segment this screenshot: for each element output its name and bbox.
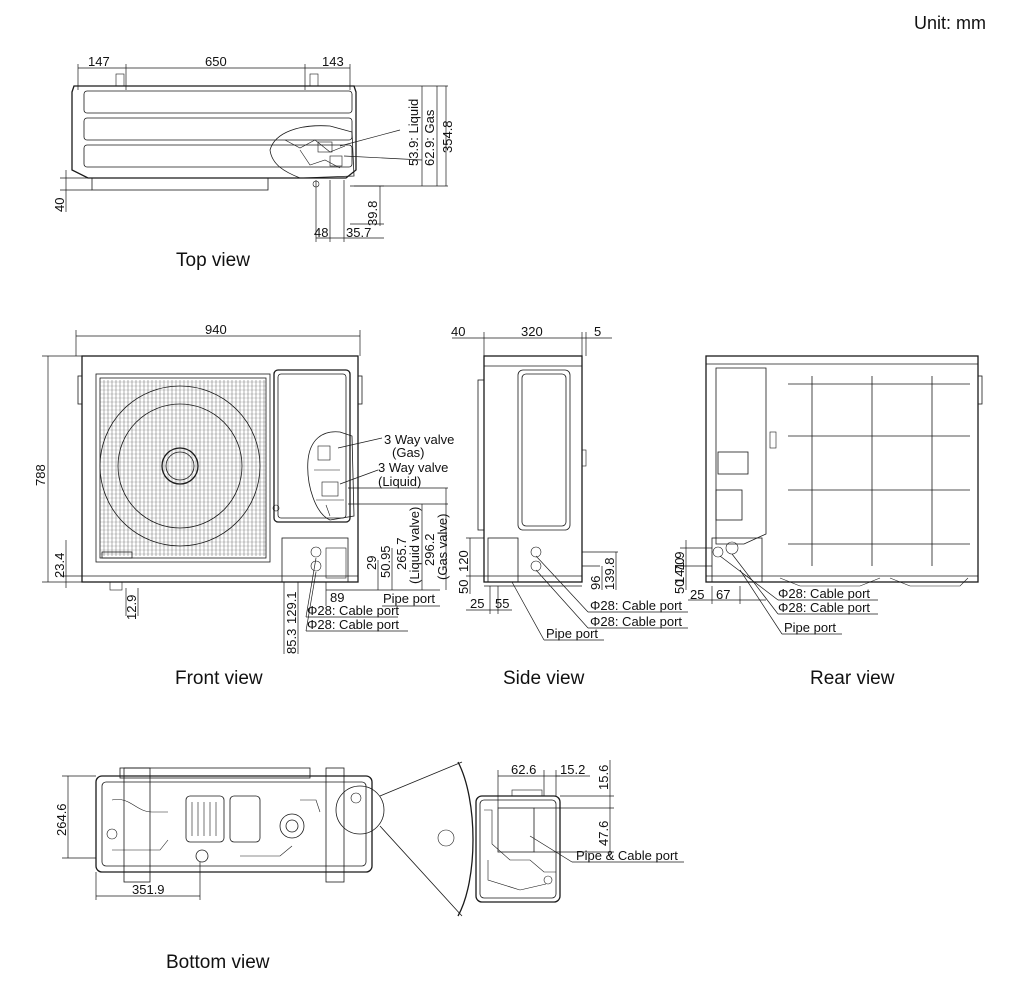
label-rear-cable-port-2: Φ28: Cable port	[778, 600, 870, 615]
dim-top-depth: 354.8	[440, 120, 455, 153]
dim-front-940: 940	[205, 322, 227, 337]
side-view: 40 320 5 50 120 96 139.8 25 55 Φ28: Cab	[451, 324, 688, 689]
dim-top-gas: 62.9: Gas	[422, 109, 437, 166]
dim-bottom-15-2: 15.2	[560, 762, 585, 777]
rear-view: 141.9 50 70 25 67 Φ28: Cable port Φ28: C…	[672, 355, 983, 689]
unit-label: Unit: mm	[914, 13, 986, 33]
label-valve-liq-1: 3 Way valve	[378, 460, 448, 475]
dim-bottom-62-6: 62.6	[511, 762, 536, 777]
label-front-cable-port-2: Φ28: Cable port	[307, 617, 399, 632]
rear-view-caption: Rear view	[810, 668, 895, 689]
label-front-pipe-port: Pipe port	[383, 591, 435, 606]
fan-grille	[100, 380, 266, 556]
dim-front-23-4: 23.4	[52, 553, 67, 578]
label-rear-cable-port-1: Φ28: Cable port	[778, 586, 870, 601]
dim-front-265-7: 265.7	[394, 537, 409, 570]
dim-top-35-7: 35.7	[346, 225, 371, 240]
dim-top-liquid: 53.9: Liquid	[406, 99, 421, 166]
label-side-pipe-port: Pipe port	[546, 626, 598, 641]
dim-side-320: 320	[521, 324, 543, 339]
dim-top-48: 48	[314, 225, 328, 240]
side-view-caption: Side view	[503, 668, 585, 689]
dim-front-89: 89	[330, 590, 344, 605]
label-bottom-pipe-cable-port: Pipe & Cable port	[576, 848, 678, 863]
dim-side-50: 50	[456, 580, 471, 594]
top-view-caption: Top view	[176, 250, 250, 271]
dim-bottom-264-6: 264.6	[54, 803, 69, 836]
bottom-view-caption: Bottom view	[166, 952, 270, 973]
dim-rear-67: 67	[716, 587, 730, 602]
dim-rear-25: 25	[690, 587, 704, 602]
dim-top-147: 147	[88, 54, 110, 69]
dim-bottom-47-6: 47.6	[596, 821, 611, 846]
dim-front-788: 788	[33, 464, 48, 486]
dim-front-12-9: 12.9	[124, 595, 139, 620]
dim-front-85-3: 85.3	[284, 629, 299, 654]
front-view-caption: Front view	[175, 668, 263, 689]
label-rear-pipe-port: Pipe port	[784, 620, 836, 635]
label-valve-gas-2: (Gas)	[392, 445, 425, 460]
top-view: 147 650 143 53.9: Liquid 62.9: Gas 354.8…	[52, 54, 455, 271]
dim-front-129-1: 129.1	[284, 591, 299, 624]
dim-top-143: 143	[322, 54, 344, 69]
label-front-cable-port-1: Φ28: Cable port	[307, 603, 399, 618]
dim-front-gas-valve: (Gas valve)	[435, 514, 450, 580]
front-view: 940 788 23.4	[33, 322, 454, 689]
bottom-view: 264.6 351.9 62.6 15.2 15.6 47.6 Pipe & C…	[54, 760, 684, 973]
label-valve-gas-1: 3 Way valve	[384, 432, 454, 447]
dim-front-liquid-valve: (Liquid valve)	[407, 507, 422, 584]
dim-side-120: 120	[456, 550, 471, 572]
dim-front-29: 29	[364, 556, 379, 570]
label-side-cable-port-2: Φ28: Cable port	[590, 614, 682, 629]
dim-front-50-95: 50.95	[378, 545, 393, 578]
dim-top-40: 40	[52, 198, 67, 212]
dim-rear-50: 50	[672, 580, 687, 594]
dim-rear-70: 70	[672, 558, 687, 572]
dim-rear-141-9: 141.9	[672, 551, 687, 584]
dim-bottom-351-9: 351.9	[132, 882, 165, 897]
dim-side-55: 55	[495, 596, 509, 611]
rear-grille	[788, 376, 970, 566]
dim-side-40: 40	[451, 324, 465, 339]
label-valve-liq-2: (Liquid)	[378, 474, 421, 489]
dim-top-39-8: 39.8	[365, 201, 380, 226]
dim-side-96: 96	[588, 576, 603, 590]
dim-top-650: 650	[205, 54, 227, 69]
label-side-cable-port-1: Φ28: Cable port	[590, 598, 682, 613]
dim-front-296-2: 296.2	[422, 533, 437, 566]
dim-side-25: 25	[470, 596, 484, 611]
dim-bottom-15-6: 15.6	[596, 765, 611, 790]
dim-side-139-8: 139.8	[602, 557, 617, 590]
dim-side-5: 5	[594, 324, 601, 339]
